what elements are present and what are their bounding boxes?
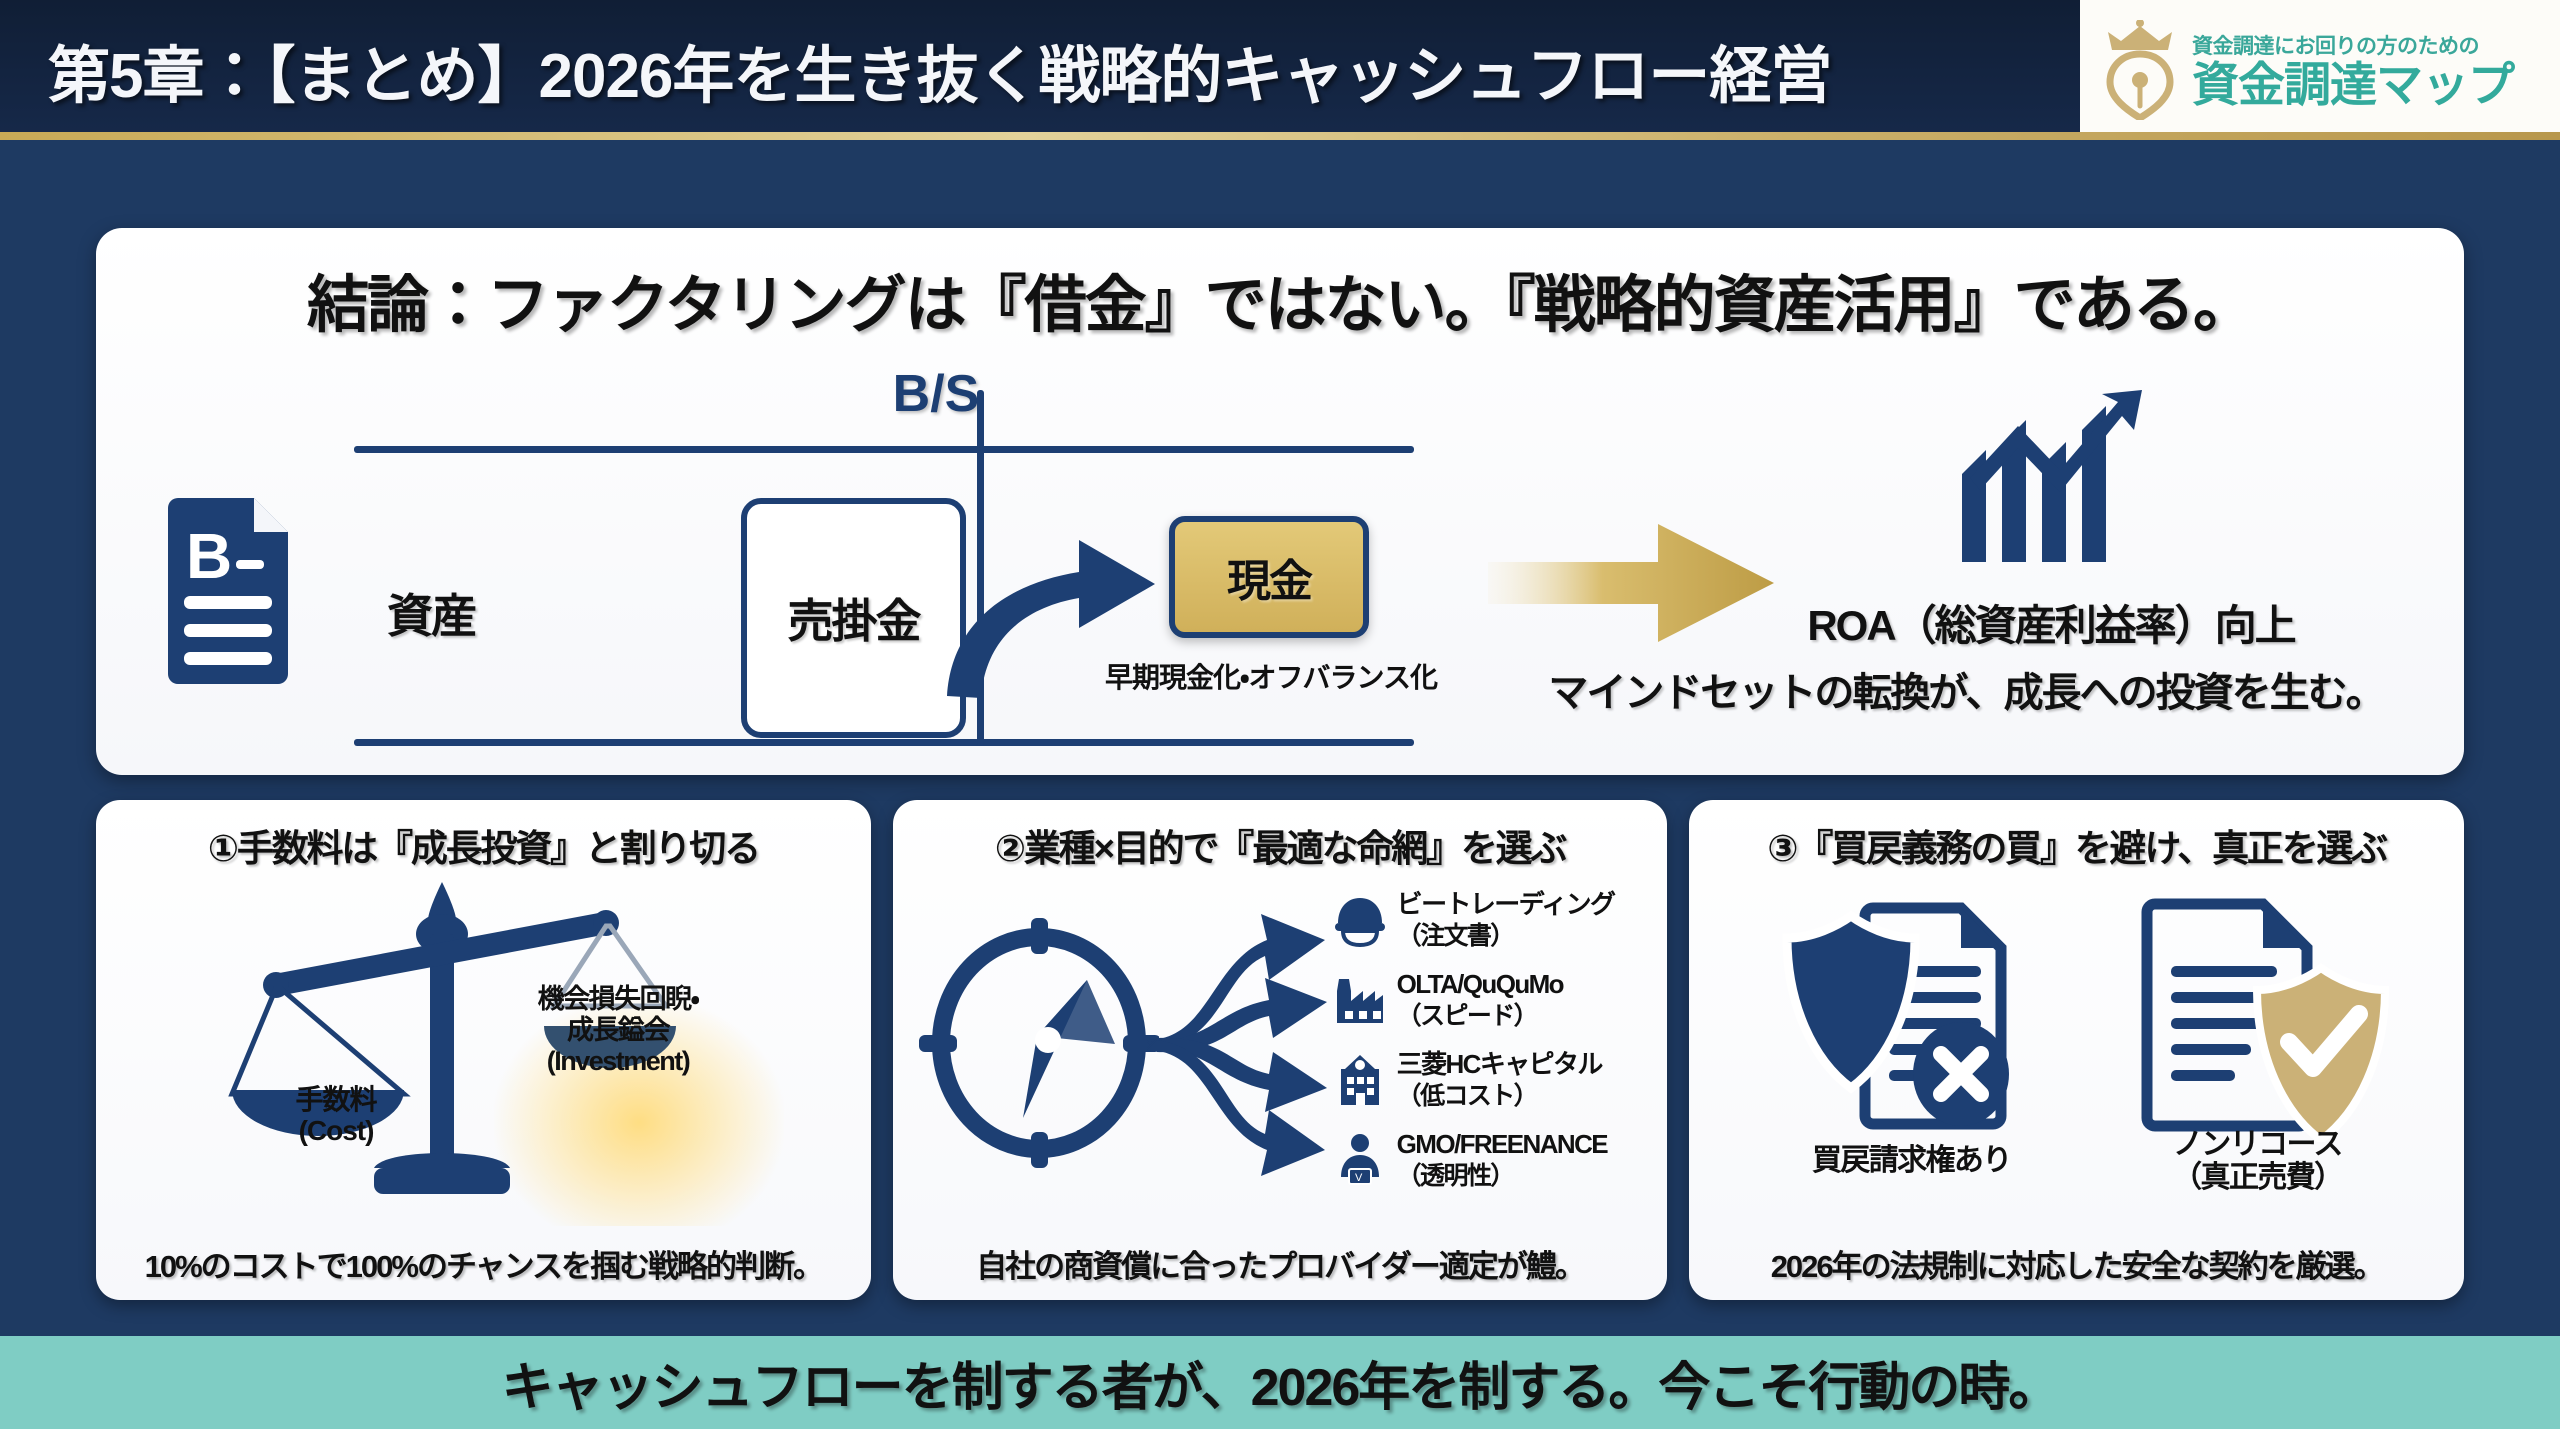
brand-logo-block[interactable]: 資金調達にお回りの方のための 資金調達マップ (2080, 0, 2560, 140)
card-title: ①手数料は『成長投資』と割り切る (207, 828, 761, 869)
compass-icon (918, 918, 1161, 1168)
card-avoid-recourse[interactable]: ③『買戻義務の買』を避け、真正を選ぶ (1689, 800, 2465, 1300)
provider-name: 三菱HCキャピタル (1396, 1049, 1604, 1080)
brand-text-block: 資金調達にお回りの方のための 資金調達マップ (2192, 30, 2515, 112)
provider-note: （低コスト） (1396, 1081, 1539, 1110)
card-caption: 10%のコストで100%のチャンスを掴む戦略的判断。 (144, 1249, 824, 1284)
bs-top-rule (354, 446, 1414, 453)
provider-text: OLTA/QuQuMo （スピード） (1396, 969, 1565, 1030)
bs-bottom-rule (354, 739, 1414, 746)
footer-banner: キャッシュフローを制する者が、2026年を制する。今こそ行動の時。 (0, 1336, 2560, 1429)
bs-label: B/S (892, 365, 980, 423)
card-caption: 自社の商資償に合ったプロバイダー適定が鱧。 (976, 1249, 1586, 1284)
accounts-receivable-box: 売掛金 (741, 498, 966, 738)
document-shield-check-icon (2107, 892, 2407, 1145)
shield-document-x-icon (1761, 892, 2061, 1142)
card-fee-as-investment[interactable]: ①手数料は『成長投資』と割り切る (96, 800, 871, 1300)
building-icon (1333, 1053, 1387, 1107)
investment-label-line1: 機会損失回睨・ (537, 984, 700, 1014)
card-body: 買戻請求権あり ノンリコース （真正売費） (1689, 876, 2464, 1212)
conclusion-panel: 結論：ファクタリングは『借金』ではない。『戦略的資産活用』である。 B/S B (96, 228, 2464, 775)
brand-name: 資金調達マップ (2192, 58, 2515, 112)
provider-name: GMO/FREENANCE (1396, 1129, 1609, 1160)
nonrecourse-label: ノンリコース （真正売費） (2097, 1128, 2417, 1194)
offbalance-note: 早期現金化・オフバランス化 (1105, 662, 1438, 693)
investment-label-line3: (Investment) (546, 1045, 691, 1076)
provider-note: （注文書） (1396, 921, 1516, 950)
provider-text: 三菱HCキャピタル （低コスト） (1396, 1049, 1604, 1110)
mindset-text: マインドセットの転換が、成長への投資を生む。 (1548, 671, 2385, 715)
cost-label-line2: (Cost) (298, 1115, 375, 1147)
provider-note: （スピード） (1396, 1001, 1539, 1030)
provider-list: ビートレーディング （注文書） (1333, 880, 1668, 1200)
card-choose-provider[interactable]: ②業種×目的で『最適な命網』を選ぶ (892, 800, 1668, 1300)
assets-label: 資産 (387, 590, 477, 642)
crown-map-pin-icon (2094, 19, 2186, 123)
card-caption: 2026年の法規制に対応した安全な契約を厳選。 (1770, 1249, 2385, 1284)
card-body: ビートレーディング （注文書） (893, 876, 1668, 1212)
list-item[interactable]: ビートレーディング （注文書） (1333, 880, 1668, 960)
provider-name: ビートレーディング (1396, 889, 1616, 920)
bs-divider-rule (977, 390, 984, 746)
provider-text: ビートレーディング （注文書） (1396, 889, 1616, 950)
accounts-receivable-label: 売掛金 (787, 595, 922, 647)
card-title: ③『買戻義務の買』を避け、真正を選ぶ (1767, 828, 2388, 869)
brand-tagline: 資金調達にお回りの方のための (2192, 35, 2480, 59)
list-item[interactable]: 三菱HCキャピタル （低コスト） (1333, 1040, 1668, 1120)
nonrecourse-label-line2: （真正売費） (2172, 1161, 2344, 1194)
cost-label-line1: 手数料 (295, 1084, 377, 1115)
investment-pan-label: 機会損失回睨・ 成長鎰会 (Investment) (488, 984, 748, 1076)
provider-name: OLTA/QuQuMo (1396, 969, 1565, 1000)
page-title: 第5章：【まとめ】2026年を生き抜く戦略的キャッシュフロー経営 (48, 42, 1832, 111)
footer-slogan: キャッシュフローを制する者が、2026年を制する。今こそ行動の時。 (501, 1359, 2061, 1417)
cash-label: 現金 (1227, 557, 1313, 606)
roa-text: ROA（総資産利益率）向上 (1807, 602, 2296, 649)
conclusion-headline: 結論：ファクタリングは『借金』ではない。『戦略的資産活用』である。 (307, 271, 2255, 340)
svg-text:B: B (186, 520, 232, 592)
growth-bar-chart-arrow-icon (1956, 386, 2146, 576)
curved-arrow-icon (941, 518, 1171, 708)
helmet-icon (1333, 893, 1387, 948)
recourse-label: 買戻請求権あり (1811, 1144, 2012, 1177)
gold-right-arrow-icon (1488, 518, 1778, 648)
nonrecourse-label-line1: ノンリコース (2172, 1128, 2344, 1161)
svg-text:V: V (1355, 1172, 1363, 1184)
list-item[interactable]: OLTA/QuQuMo （スピード） (1333, 960, 1668, 1040)
balance-sheet-diagram: B/S B 資産 売掛金 (96, 365, 2464, 768)
card-body: 手数料 (Cost) 機会損失回睨・ 成長鎰会 (Investment) (96, 876, 871, 1226)
provider-text: GMO/FREENANCE （透明性） (1396, 1129, 1609, 1190)
provider-note: （透明性） (1396, 1161, 1516, 1190)
card-title: ②業種×目的で『最適な命網』を選ぶ (994, 828, 1568, 869)
branching-arrows-icon (1139, 890, 1349, 1200)
header-bar: 第5章：【まとめ】2026年を生き抜く戦略的キャッシュフロー経営 資金調達にお回… (0, 0, 2560, 140)
factory-icon (1333, 973, 1387, 1027)
investment-label-line2: 成長鎰会 (567, 1014, 671, 1045)
person-laptop-icon: V (1333, 1133, 1387, 1187)
list-item[interactable]: V GMO/FREENANCE （透明性） (1333, 1120, 1668, 1200)
bs-frame (354, 390, 1414, 746)
balance-sheet-document-icon: B (158, 486, 298, 686)
cards-row: ①手数料は『成長投資』と割り切る (96, 800, 2465, 1300)
balance-scale-icon (214, 876, 684, 1206)
cash-box: 現金 (1169, 516, 1369, 638)
cost-pan-label: 手数料 (Cost) (246, 1084, 426, 1147)
